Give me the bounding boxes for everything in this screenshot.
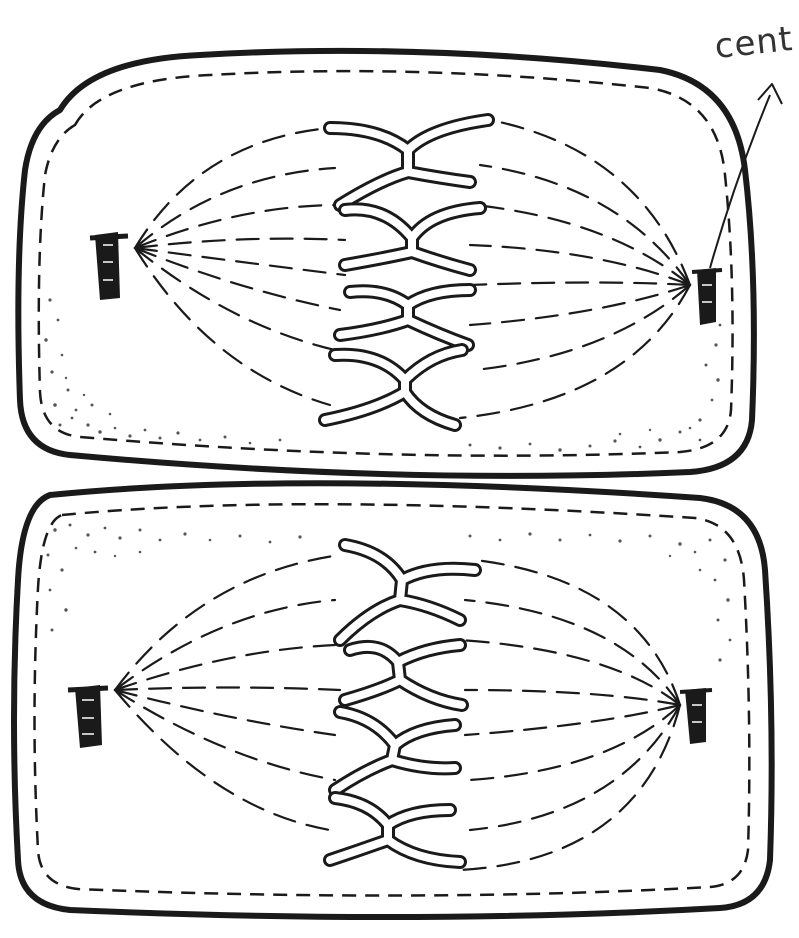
- bottom-cell-spindle-right: [460, 560, 680, 870]
- chromosome: [335, 712, 455, 790]
- chromosome: [345, 645, 462, 705]
- top-cell: [18, 51, 754, 476]
- chromosome: [325, 350, 462, 425]
- annotation-arrowhead: [758, 84, 782, 104]
- top-cell-centriole-left: [90, 232, 128, 300]
- top-cell-centriole-right: [692, 268, 722, 325]
- annotation-arrow: [710, 95, 770, 268]
- top-cell-spindle-right: [460, 120, 690, 418]
- chromosome: [330, 120, 488, 205]
- bottom-cell: [14, 483, 772, 917]
- top-cell-chromosomes: [325, 120, 488, 425]
- bottom-cell-outer-membrane: [14, 483, 772, 917]
- top-cell-spindle-left: [135, 128, 345, 405]
- chromosome: [345, 208, 480, 270]
- chromosome: [340, 290, 470, 345]
- bottom-cell-chromosomes: [330, 545, 475, 862]
- bottom-cell-centriole-left: [68, 685, 108, 748]
- chromosome: [330, 798, 460, 862]
- annotation-label: cent: [713, 19, 795, 67]
- bottom-cell-spindle-left: [115, 555, 340, 830]
- bottom-cell-centriole-right: [680, 688, 712, 744]
- chromosome: [340, 545, 475, 640]
- bottom-cell-stipple: [47, 524, 732, 662]
